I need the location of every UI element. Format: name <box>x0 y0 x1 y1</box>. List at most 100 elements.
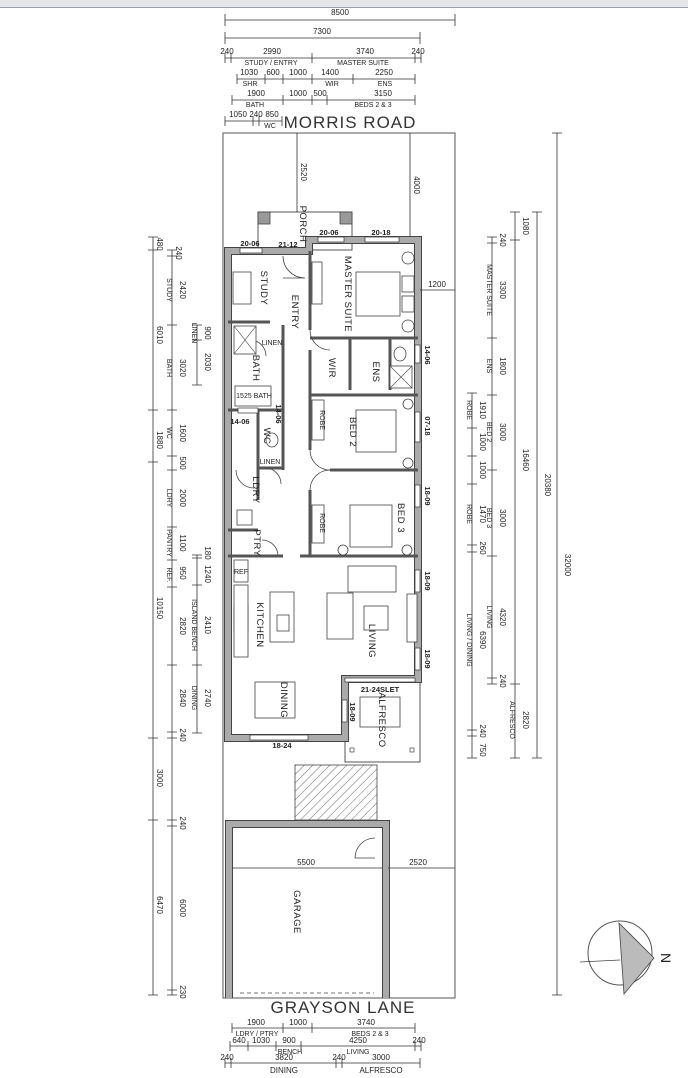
dim-label: STUDY <box>165 278 172 302</box>
dim: 3740 <box>357 1018 375 1027</box>
dim-label: ROBE <box>465 400 472 420</box>
setback-dimensions: 2520 4000 1200 5500 2520 <box>232 133 455 869</box>
dim-label: DINING <box>270 1066 298 1075</box>
window-code-dining: 18-24 <box>272 741 292 750</box>
dim-label: ROBE <box>465 504 472 524</box>
room-garage: GARAGE <box>291 890 302 934</box>
street-name-top: MORRIS ROAD <box>284 113 417 132</box>
dim: 3150 <box>374 89 392 98</box>
dim-label: ISLAND BENCH <box>190 599 197 651</box>
dim: 1000 <box>478 433 487 451</box>
room-bed-2: BED 2 <box>347 417 358 447</box>
coffee-table <box>363 605 389 631</box>
dim-house-width: 7300 <box>313 27 331 36</box>
dim: 6390 <box>478 631 487 649</box>
furniture <box>232 251 418 728</box>
dim: 1400 <box>321 68 339 77</box>
dim: 3820 <box>275 1053 293 1062</box>
dim: 1900 <box>247 1018 265 1027</box>
street-name-bottom: GRAYSON LANE <box>271 998 416 1017</box>
dim: 480 <box>155 237 164 251</box>
window-code-living-slider: 21-24SLET <box>361 685 400 694</box>
room-ens: ENS <box>370 361 381 382</box>
dim-label: BENCH <box>278 1049 303 1056</box>
dim: 240 <box>412 1036 426 1045</box>
tv <box>406 593 418 643</box>
dim: 2990 <box>263 47 281 56</box>
dim: 3000 <box>498 509 507 527</box>
doors <box>235 255 376 859</box>
dim-label: ALFRESCO <box>508 701 515 739</box>
dim: 600 <box>266 68 280 77</box>
room-porch: PORCH <box>297 206 308 243</box>
dim-label: BED 3 <box>485 508 492 528</box>
dim: 260 <box>478 541 487 555</box>
window-code-porch: 21-12 <box>278 240 297 249</box>
bed2-robe <box>311 399 325 441</box>
room-living: LIVING <box>366 624 377 658</box>
window-code-ens: 14-06 <box>423 345 432 364</box>
dim-label: PANTRY <box>165 529 172 557</box>
dim: 1050 <box>229 110 247 119</box>
dim: 20380 <box>543 474 552 497</box>
dim: 2740 <box>203 689 212 707</box>
room-robe: ROBE <box>318 410 325 430</box>
dim: 640 <box>232 1036 246 1045</box>
dim: 240 <box>178 816 187 830</box>
dim: 1900 <box>247 89 265 98</box>
dim: 500 <box>313 89 327 98</box>
bathtub <box>234 385 272 407</box>
tv-unit <box>311 261 323 305</box>
dim: 1000 <box>478 461 487 479</box>
dim: 3000 <box>372 1053 390 1062</box>
room-ref: REF <box>234 569 248 576</box>
dim-label: BEDS 2 & 3 <box>354 102 391 109</box>
dim: 240 <box>249 110 263 119</box>
dim-label: BED 2 <box>485 422 492 442</box>
window-code-bath: 14-06 <box>230 417 249 426</box>
dim: 1600 <box>178 424 187 442</box>
internal-walls <box>228 251 418 558</box>
bed3-bed <box>349 504 393 548</box>
dim-master-setback: 4000 <box>412 176 421 194</box>
dim-label: MASTER SUITE <box>337 60 389 67</box>
dim: 1030 <box>252 1036 270 1045</box>
dim: 240 <box>220 47 234 56</box>
dim: 6010 <box>155 326 164 344</box>
window-code-master-front: 20-06 <box>319 228 338 237</box>
dim: 3000 <box>155 769 164 787</box>
dim: 1240 <box>203 565 212 583</box>
dim-garage-width: 5500 <box>297 858 315 867</box>
dim: 240 <box>332 1053 346 1062</box>
room-alfresco: ALFRESCO <box>376 692 387 747</box>
windows <box>237 236 421 741</box>
dim: 900 <box>282 1036 296 1045</box>
room-bed-3: BED 3 <box>395 503 406 533</box>
dim-label: WC <box>264 123 276 130</box>
left-dimensions: 480 6010 1880 10150 3000 6470 240 2420 3… <box>148 236 212 999</box>
dim-overall-width: 8500 <box>331 8 349 17</box>
dim-label: LIVING <box>485 606 492 629</box>
dim-porch-setback: 2520 <box>299 163 308 181</box>
dim: 10150 <box>155 597 164 620</box>
room-wc: WC <box>261 428 272 445</box>
dim: 240 <box>174 246 183 260</box>
desk <box>232 271 252 305</box>
room-labels: PORCH STUDY ENTRY MASTER SUITE WIR ENS B… <box>234 206 406 934</box>
dim-label: DINING <box>190 686 197 711</box>
dim: 1910 <box>478 401 487 419</box>
dim: 240 <box>498 233 507 247</box>
dim-side-setback: 1200 <box>428 280 446 289</box>
garage <box>225 820 390 998</box>
dim: 3300 <box>498 281 507 299</box>
north-arrow-icon: N <box>579 920 674 996</box>
room-master-suite: MASTER SUITE <box>342 256 353 332</box>
room-linen-2: LINEN <box>260 459 281 466</box>
dim: 1880 <box>155 431 164 449</box>
dim: 2820 <box>521 711 530 729</box>
dim: 16460 <box>521 449 530 472</box>
dim: 950 <box>178 566 187 580</box>
fridge <box>233 559 249 583</box>
dim-label: BATH <box>165 359 172 377</box>
